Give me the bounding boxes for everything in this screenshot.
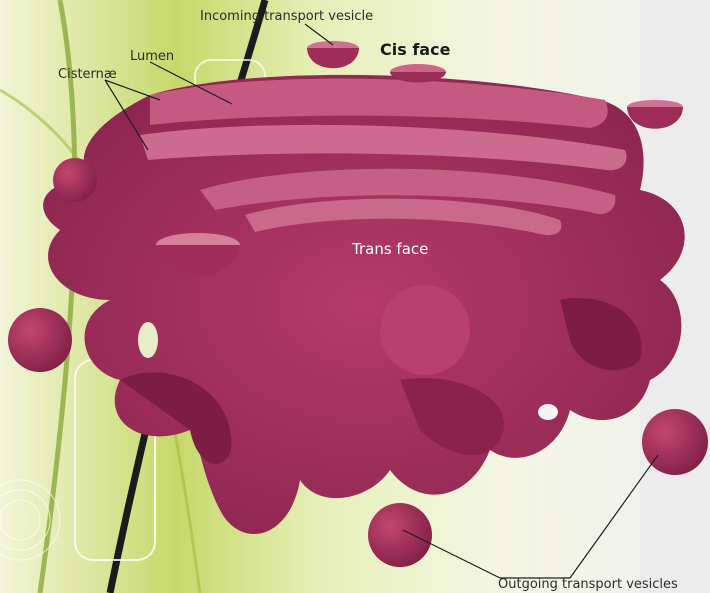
label-cis-face: Cis face (380, 40, 451, 59)
label-lumen: Lumen (130, 49, 174, 64)
vesicle-left (8, 308, 72, 372)
label-trans-face: Trans face (351, 240, 428, 258)
label-cisternae: Cisternæ (58, 67, 117, 82)
label-incoming: Incoming transport vesicle (200, 9, 373, 24)
label-outgoing: Outgoing transport vesicles (498, 577, 678, 592)
outgoing-vesicle-right (642, 409, 708, 475)
outgoing-vesicle-bottom (368, 503, 432, 567)
vesicle-left-top (53, 158, 97, 202)
